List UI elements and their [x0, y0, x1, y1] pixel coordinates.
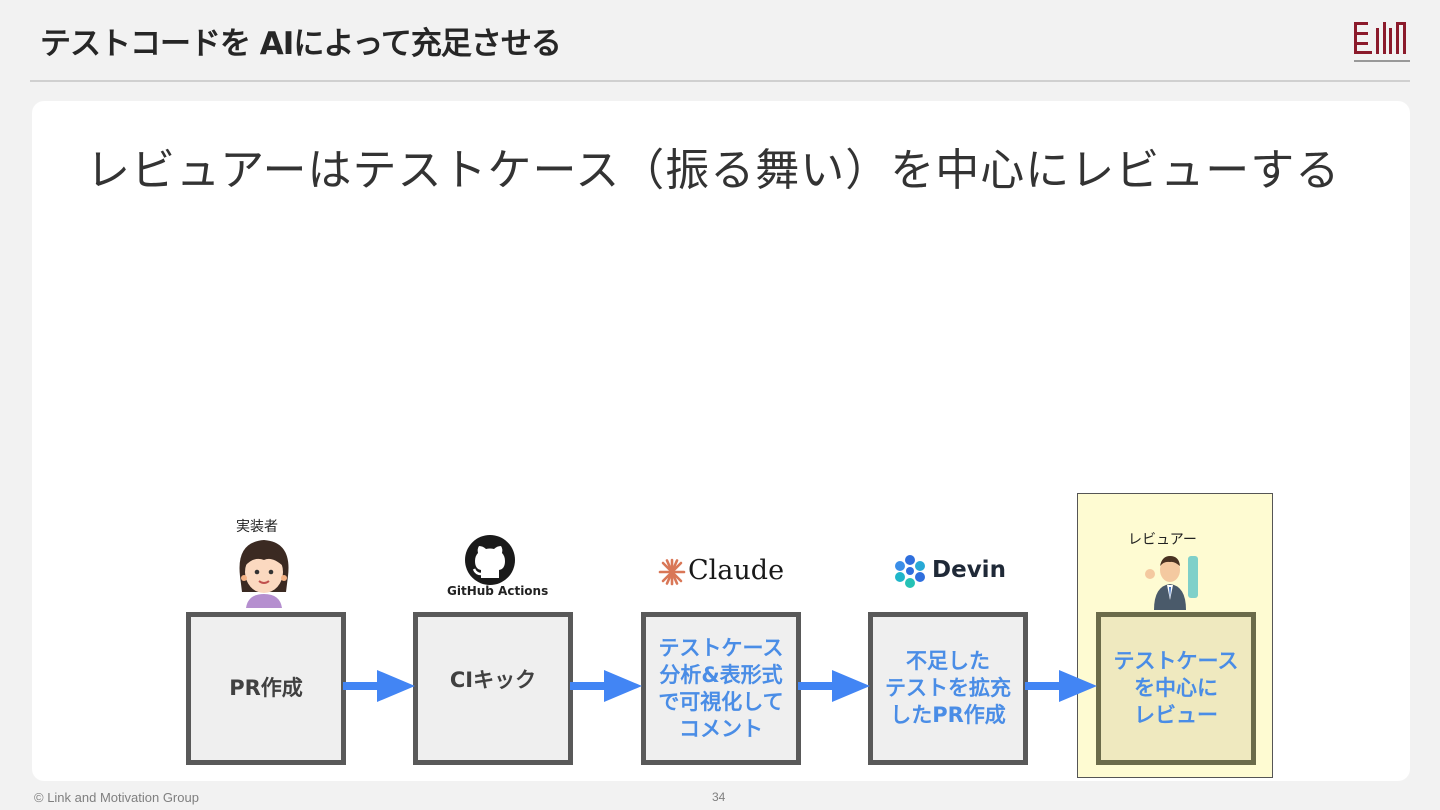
- step-expand-tests-box: 不足した テストを拡充 したPR作成: [868, 612, 1028, 765]
- step-ci-kick-label: CIキック: [450, 667, 536, 694]
- step-ci-kick-box: CIキック: [413, 612, 573, 765]
- reviewer-label: レビュアー: [1128, 529, 1197, 549]
- slide-subtitle: レビュアーはテストケース（振る舞い）を中心にレビューする: [86, 134, 1340, 198]
- footer-copyright: © Link and Motivation Group: [34, 790, 199, 805]
- step-analyze-comment-box: テストケース 分析&表形式 で可視化して コメント: [641, 612, 801, 765]
- page-title: テストコードを AIによって充足させる: [40, 18, 561, 63]
- reviewer-avatar-icon: [1142, 552, 1202, 610]
- flow-arrow-1: [343, 670, 415, 702]
- page-number: 34: [712, 790, 725, 804]
- flow-arrow-3: [798, 670, 870, 702]
- devin-label: Devin: [932, 557, 1006, 583]
- implementer-label: 実装者: [236, 516, 278, 536]
- step-pr-create-label: PR作成: [229, 675, 303, 702]
- step-review-label: テストケース を中心に レビュー: [1114, 648, 1239, 729]
- github-actions-label: GitHub Actions: [447, 584, 548, 598]
- header-divider: [30, 80, 1410, 82]
- company-logo: [1352, 20, 1412, 66]
- implementer-avatar-icon: [232, 536, 296, 608]
- flow-arrow-4: [1025, 670, 1097, 702]
- devin-icon: [893, 554, 927, 588]
- step-pr-create-box: PR作成: [186, 612, 346, 765]
- github-icon: [464, 534, 516, 586]
- step-expand-tests-label: 不足した テストを拡充 したPR作成: [885, 648, 1011, 729]
- claude-label: Claude: [688, 555, 784, 586]
- claude-sunburst-icon: [658, 558, 686, 586]
- step-analyze-comment-label: テストケース 分析&表形式 で可視化して コメント: [658, 635, 783, 743]
- flow-arrow-2: [570, 670, 642, 702]
- step-review-box: テストケース を中心に レビュー: [1096, 612, 1256, 765]
